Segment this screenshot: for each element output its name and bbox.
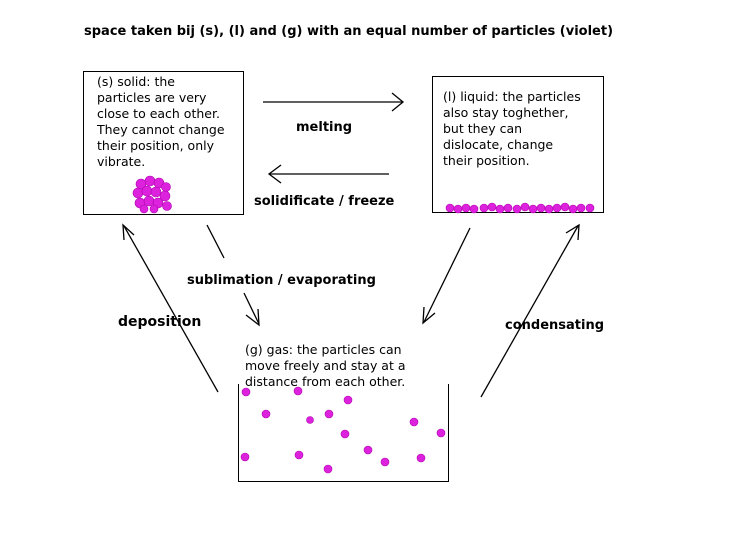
particle <box>150 186 162 198</box>
particle <box>416 453 426 463</box>
particle <box>162 201 172 211</box>
particle <box>528 204 538 214</box>
particle <box>512 204 522 214</box>
particle <box>520 202 530 212</box>
condensating-label: condensating <box>505 318 605 333</box>
particle <box>436 428 446 438</box>
particle <box>576 203 586 213</box>
particle <box>241 387 251 397</box>
particle <box>445 203 455 213</box>
particle <box>343 395 353 405</box>
particle <box>503 203 513 213</box>
particle <box>240 452 250 462</box>
solidificate-label: solidificate / freeze <box>254 194 395 209</box>
condensating-arrow <box>480 223 580 398</box>
particle <box>149 204 159 214</box>
particle <box>340 429 350 439</box>
particle <box>323 464 333 474</box>
sublimation-arrow <box>206 224 260 327</box>
particle <box>294 450 304 460</box>
particle <box>560 202 570 212</box>
melting-arrow <box>263 92 405 112</box>
particle <box>380 457 390 467</box>
particle <box>261 409 271 419</box>
particle <box>487 202 497 212</box>
particle <box>139 204 149 214</box>
particle <box>568 204 578 214</box>
particle <box>536 203 546 213</box>
sublimation-label: sublimation / evaporating <box>187 273 376 288</box>
particle <box>159 190 171 202</box>
liquid-state-box <box>432 76 604 213</box>
solid-description: (s) solid: the particles are very close … <box>97 74 225 169</box>
particle <box>552 203 562 213</box>
gas-particles <box>240 386 446 474</box>
particle <box>293 386 303 396</box>
particle <box>324 409 334 419</box>
particle <box>453 204 463 214</box>
melting-label: melting <box>296 120 353 135</box>
particle <box>461 203 471 213</box>
particle <box>544 204 554 214</box>
particle <box>469 204 479 214</box>
particle <box>141 185 153 197</box>
particle <box>409 417 419 427</box>
solid-particles <box>132 175 172 214</box>
evaporating-arrow <box>422 227 471 325</box>
liquid-description: (l) liquid: the particles also stay togh… <box>443 89 581 168</box>
liquid-particles <box>445 202 595 214</box>
particle <box>585 203 595 213</box>
solidificate-arrow <box>267 164 389 184</box>
particle <box>161 182 171 192</box>
gas-description: (g) gas: the particles can move freely a… <box>245 342 406 389</box>
deposition-arrow <box>122 223 219 393</box>
particle <box>306 416 314 424</box>
gas-state-box <box>238 384 449 482</box>
particle <box>143 195 155 207</box>
diagram-title: space taken bij (s), (l) and (g) with an… <box>84 24 614 39</box>
particle <box>144 175 156 187</box>
particle <box>132 187 144 199</box>
particle <box>363 445 373 455</box>
particle <box>479 203 489 213</box>
particle <box>495 204 505 214</box>
